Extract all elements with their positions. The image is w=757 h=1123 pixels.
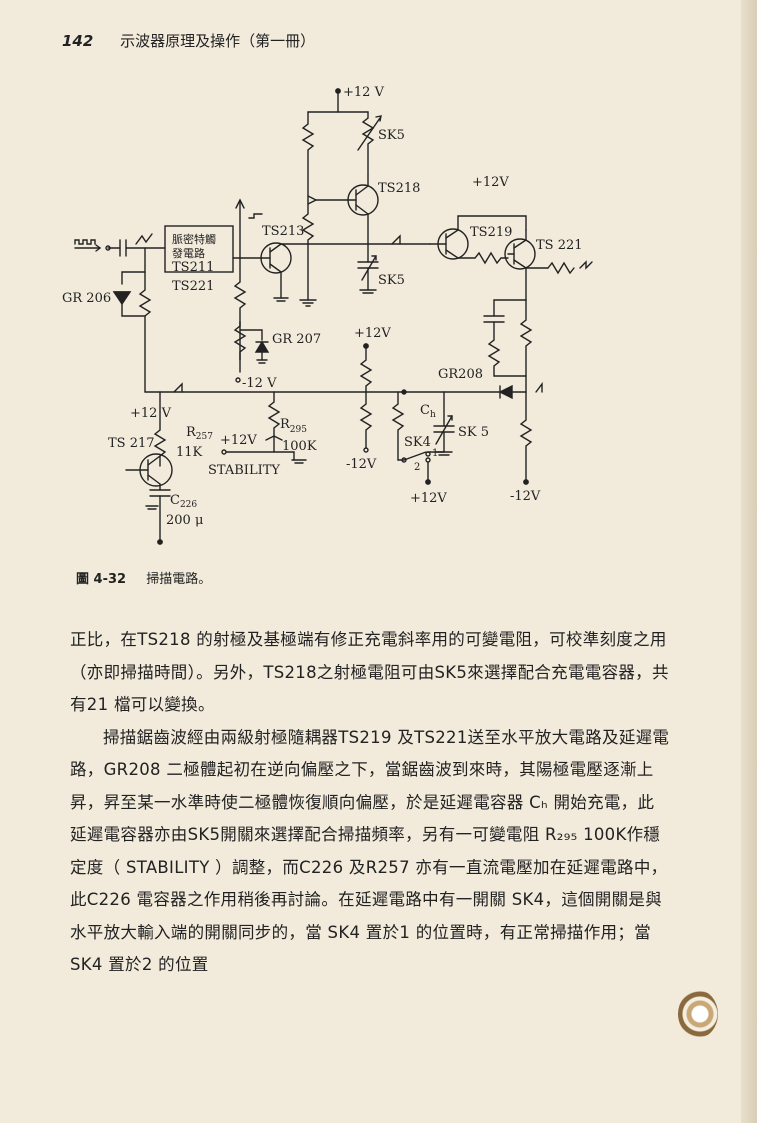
label-stability: STABILITY [208,463,280,478]
label-vminus-right: -12V [510,489,541,504]
label-ts221-right: TS 221 [536,238,583,253]
label-gr208: GR208 [438,367,483,382]
label-ts217: TS 217 [108,436,155,451]
paragraph-2: 掃描鋸齒波經由兩級射極隨耦器TS219 及TS221送至水平放大電路及延遲電路，… [70,727,670,975]
label-sk4: SK4 [404,435,431,450]
label-gr207: GR 207 [272,332,321,347]
label-vplus-right: +12V [472,175,509,190]
sweep-circuit-schematic: +12 V SK5 TS218 +12V TS219 TS 221 TS213 … [62,85,593,545]
label-r257: R257 [186,425,213,442]
label-ch: Ch [420,403,436,420]
label-sk5-top: SK5 [378,128,405,143]
label-vplus-top: +12 V [343,85,385,100]
label-r257-value: 11K [176,445,203,460]
book-title: 示波器原理及操作（第一冊） [120,32,316,50]
figure-caption: 圖 4-32 掃描電路。 [76,568,211,587]
binding-ring [678,990,718,1038]
label-schmitt-1: 脈密特觸 [172,232,216,246]
label-ts218: TS218 [378,181,420,196]
page-number: 142 [62,32,94,50]
label-sk5-mid: SK5 [378,273,405,288]
label-ts213: TS213 [262,224,304,239]
page-edge [741,0,757,1123]
label-sk5-ch: SK 5 [458,425,489,440]
figure-caption-text: 掃描電路。 [146,572,212,587]
label-sk4-pos1: 1 [432,448,438,459]
label-c226-value: 200 μ [166,513,203,528]
figure-number: 圖 4-32 [76,572,127,587]
label-sk4-pos2: 2 [414,462,420,473]
label-vplus-center: +12V [354,326,391,341]
label-ts219: TS219 [470,225,512,240]
label-vminus-center: -12V [346,457,377,472]
body-text: 正比，在TS218 的射極及基極端有修正充電斜率用的可變電阻，可校準刻度之用（亦… [70,624,670,982]
label-r295-value: 100K [282,439,317,454]
label-schmitt-3: TS211 [172,260,214,275]
label-vplus-pot: +12V [220,433,257,448]
label-schmitt-4: TS221 [172,279,214,294]
label-r295: R295 [280,417,307,435]
label-schmitt-2: 發電路 [172,246,205,260]
page-header: 142 示波器原理及操作（第一冊） [62,30,315,51]
label-gr206: GR 206 [62,291,111,306]
label-c226: C226 [170,493,197,510]
label-vplus-sk4: +12V [410,491,447,506]
paragraph-1: 正比，在TS218 的射極及基極端有修正充電斜率用的可變電阻，可校準刻度之用（亦… [70,630,669,714]
label-vminus-gr207: -12 V [242,376,277,391]
label-vplus-ts217: +12 V [130,406,172,421]
